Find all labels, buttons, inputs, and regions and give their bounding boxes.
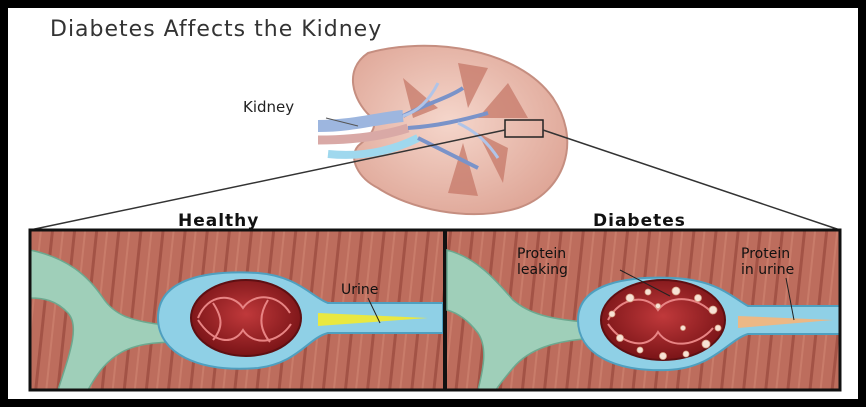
- healthy-heading: Healthy: [178, 211, 259, 231]
- kidney-diagram: Diabetes Affects the Kidney Kidney Healt…: [8, 8, 858, 399]
- zoom-line-right: [543, 130, 840, 230]
- healthy-panel: [30, 230, 443, 390]
- protein-in-urine-line-1: Protein: [741, 246, 790, 262]
- healthy-glomerulus: [191, 280, 301, 356]
- protein-in-urine-label: Protein in urine: [741, 246, 795, 278]
- protein-in-urine-line-2: in urine: [741, 262, 794, 278]
- kidney-illustration: [318, 46, 567, 214]
- protein-leaking-line-1: Protein: [517, 246, 566, 262]
- diagram-title: Diabetes Affects the Kidney: [50, 17, 382, 42]
- diabetes-heading: Diabetes: [593, 211, 686, 231]
- protein-leaking-label: Protein leaking: [517, 246, 571, 278]
- urine-label: Urine: [341, 282, 378, 298]
- protein-leaking-line-2: leaking: [517, 262, 568, 278]
- kidney-label: Kidney: [243, 98, 294, 116]
